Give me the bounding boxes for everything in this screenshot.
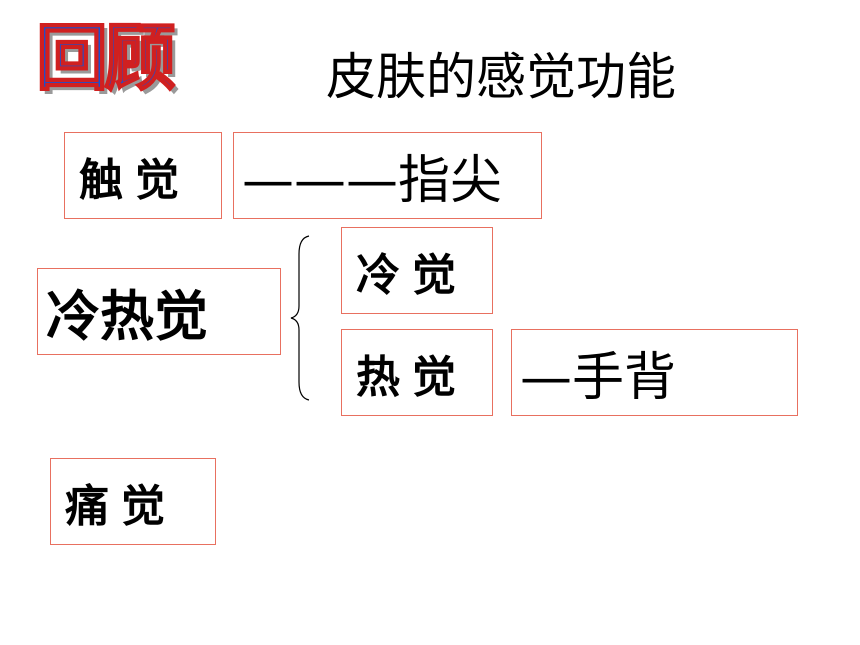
- pain-label: 痛觉: [65, 480, 177, 532]
- temperature-label: 冷热觉: [46, 284, 208, 348]
- touch-location: ———指尖: [242, 151, 503, 211]
- page-title: 皮肤的感觉功能: [326, 48, 676, 106]
- pain-label-box: 痛觉: [50, 458, 216, 545]
- heat-location: —手背: [520, 348, 677, 408]
- heat-label: 热觉: [356, 351, 468, 403]
- review-heading: 回顾: [35, 16, 177, 100]
- heat-label-box: 热觉: [341, 329, 493, 416]
- temperature-label-box: 冷热觉: [37, 268, 281, 355]
- heat-location-box: —手背: [511, 329, 798, 416]
- cold-label-box: 冷觉: [341, 227, 493, 314]
- touch-label-box: 触觉: [64, 132, 222, 219]
- touch-location-box: ———指尖: [233, 132, 542, 219]
- grouping-brace: [290, 235, 310, 401]
- touch-label: 触觉: [79, 154, 191, 206]
- cold-label: 冷觉: [356, 249, 468, 301]
